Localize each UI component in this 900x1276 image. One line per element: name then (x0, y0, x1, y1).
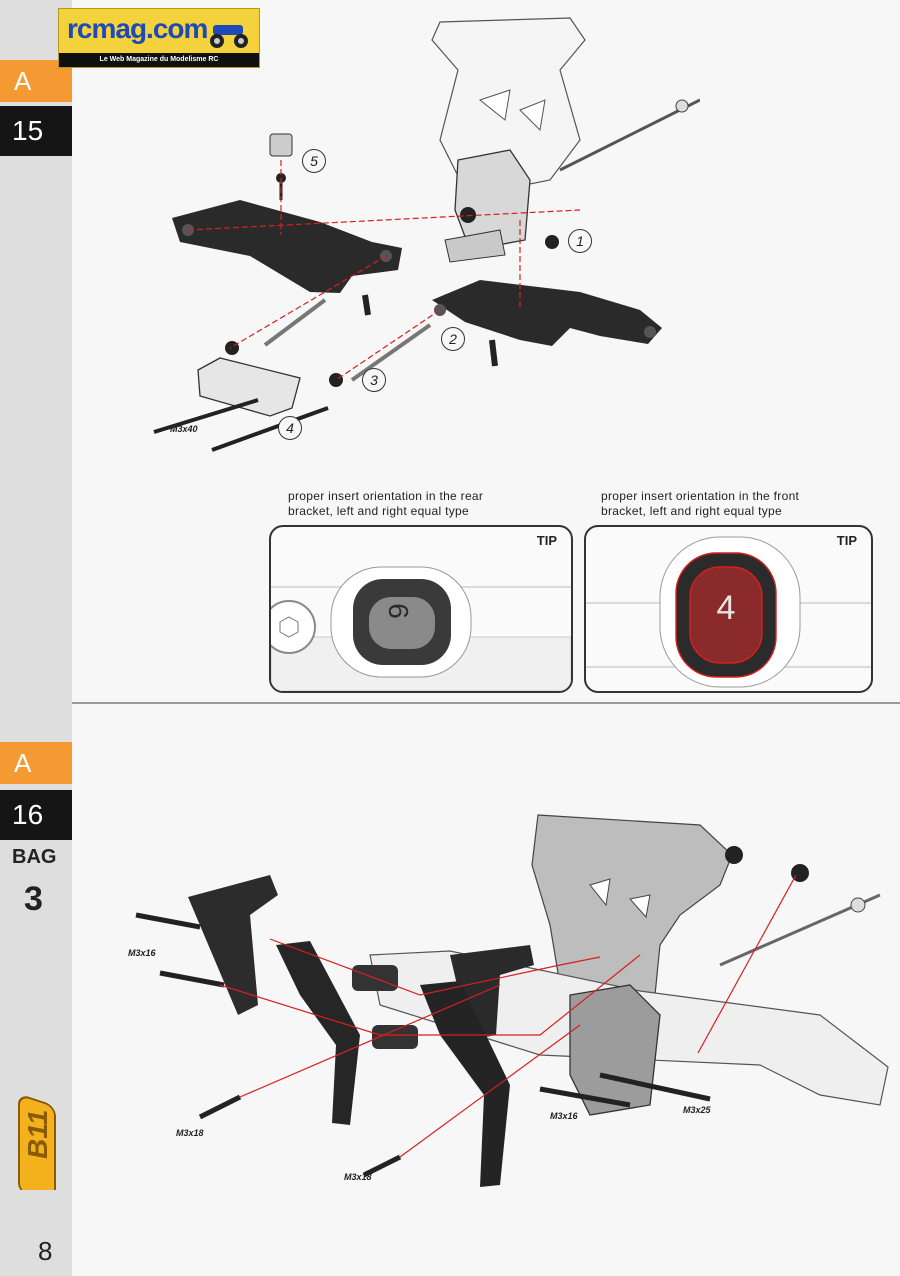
tip-caption-rear-line1: proper insert orientation in the rear (288, 489, 484, 503)
front-insert-number: 4 (716, 589, 736, 627)
step-number-top: 15 (0, 106, 72, 156)
screw-label-m3x16-left: M3x16 (128, 948, 156, 958)
rear-shock-tower-exploded-diagram (135, 814, 889, 1187)
sidebar (0, 0, 72, 1276)
screw-label-m3x16-right: M3x16 (550, 1111, 578, 1121)
rear-suspension-exploded-diagram (153, 17, 700, 452)
buggy-icon (210, 25, 248, 48)
page-number: 8 (38, 1236, 53, 1266)
tip-caption-front-line2: bracket, left and right equal type (601, 504, 782, 518)
svg-text:B11: B11 (22, 1110, 53, 1159)
step-number-bottom: 16 (0, 790, 72, 840)
tip-box-front: TIP 4 (584, 525, 873, 693)
tip-caption-front: proper insert orientation in the front b… (601, 489, 799, 519)
tip-tag-front: TIP (836, 533, 857, 548)
tip-caption-rear-line2: bracket, left and right equal type (288, 504, 469, 518)
section-divider (72, 702, 900, 704)
screw-label-m3x18-left: M3x18 (176, 1128, 204, 1138)
rear-insert-illustration (271, 566, 571, 691)
b11-logo-icon: B11 (18, 1096, 56, 1190)
rear-insert-number: 6 (383, 603, 414, 619)
screw-label-m3x40: M3x40 (170, 424, 198, 434)
callout-5: 5 (302, 149, 326, 173)
tip-box-rear: TIP 6 (269, 525, 573, 693)
callout-4: 4 (278, 416, 302, 440)
tip-caption-rear: proper insert orientation in the rear br… (288, 489, 483, 519)
logo-tagline: Le Web Magazine du Modelisme RC (59, 53, 259, 67)
front-insert-illustration (586, 536, 871, 688)
rcmag-logo[interactable]: rcmag.com Le Web Magazine du Modelisme R… (58, 8, 260, 68)
callout-3: 3 (362, 368, 386, 392)
tip-caption-front-line1: proper insert orientation in the front (601, 489, 800, 503)
callout-1: 1 (568, 229, 592, 253)
screw-label-m3x18-right: M3x18 (344, 1172, 372, 1182)
bag-label: BAG (12, 846, 57, 868)
tip-tag-rear: TIP (536, 533, 557, 548)
logo-wordmark: rcmag.com (67, 13, 208, 44)
screw-label-m3x25: M3x25 (683, 1105, 711, 1115)
step-letter-bottom: A (0, 742, 72, 784)
bag-number: 3 (24, 880, 43, 918)
callout-2: 2 (441, 327, 465, 351)
